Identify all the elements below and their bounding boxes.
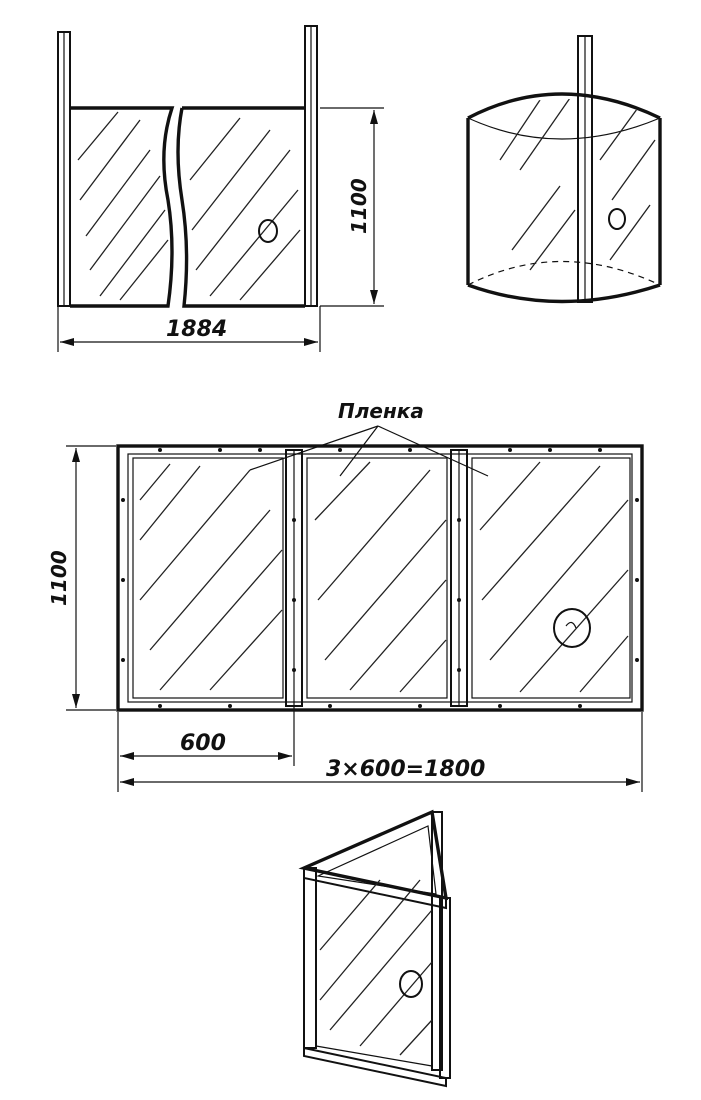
film-callout: Пленка (249, 399, 489, 477)
vent-hole (258, 219, 278, 243)
right-post (304, 25, 318, 307)
dimension-height: 1100 (320, 107, 384, 307)
total-width-label: 3×600=1800 (326, 757, 485, 782)
total-width-dimension: 3×600=1800 (120, 712, 643, 792)
figure-prism (298, 809, 451, 1088)
left-post (57, 31, 71, 307)
fig1-height-label: 1100 (347, 178, 371, 234)
fig1-width-label: 1884 (166, 317, 227, 342)
panel-width-dimension: 600 (117, 706, 295, 792)
film-label: Пленка (338, 399, 424, 423)
frame-rivets (121, 448, 639, 708)
figure-frame: Пленка 1100 600 3×600=1800 (47, 399, 644, 792)
cylinder-post (577, 35, 593, 303)
frame-dimension-height: 1100 (47, 445, 116, 711)
sheet-right-half (176, 106, 305, 308)
divider-bar-1 (285, 449, 303, 707)
dimension-width: 1884 (57, 306, 321, 352)
frame-vent-hole (553, 608, 591, 648)
figure-flat-sheet: 1100 1884 (57, 25, 384, 352)
panel-width-label: 600 (180, 731, 226, 756)
cylinder-vent-hole (608, 208, 626, 230)
figure-cylinder (466, 35, 662, 304)
sheet-left-half (70, 106, 175, 308)
divider-bar-2 (450, 449, 468, 707)
main-height-label: 1100 (47, 550, 71, 606)
prism-vent-hole (399, 970, 423, 998)
